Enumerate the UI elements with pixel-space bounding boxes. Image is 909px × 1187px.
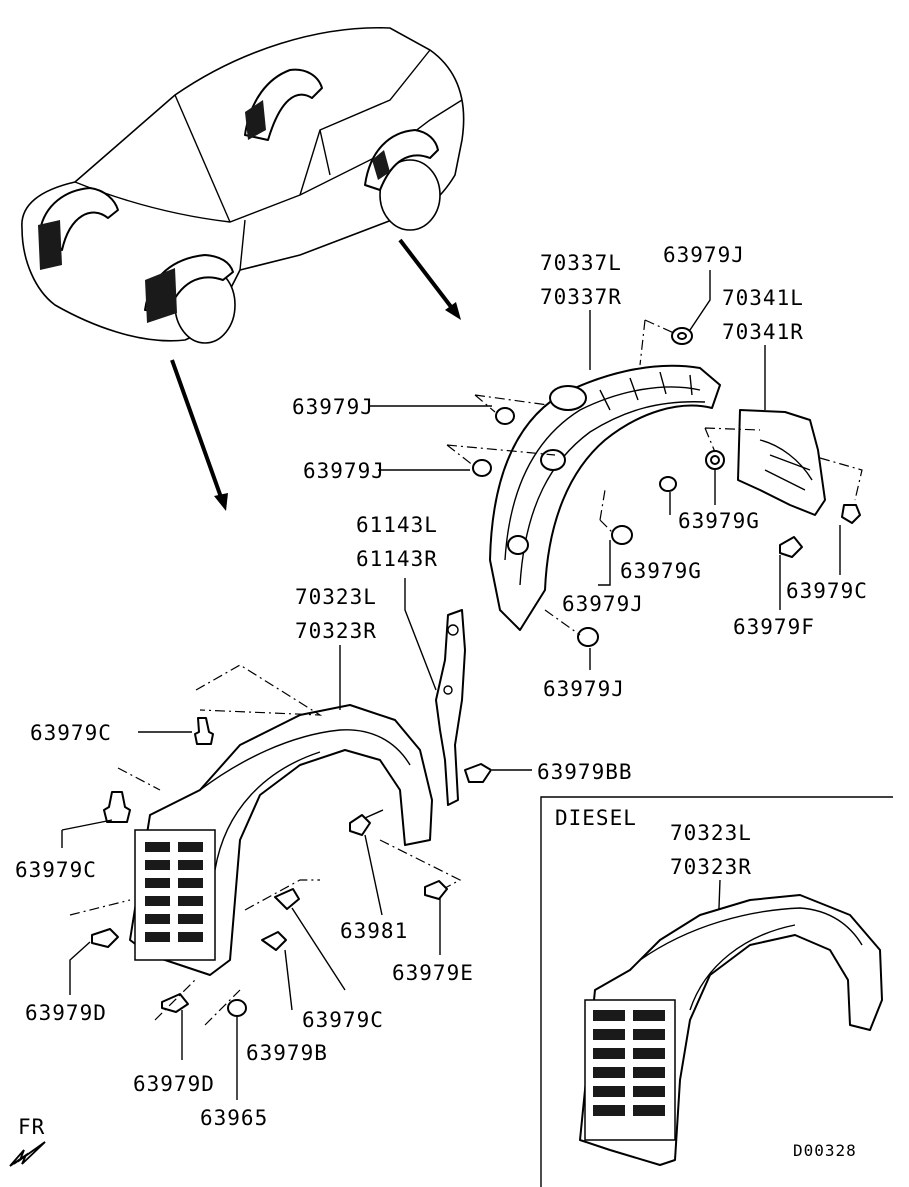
label-70337L: 70337L [540,251,622,275]
label-63979C-left: 63979C [15,858,97,882]
label-63979J-3: 63979J [562,592,644,616]
clip-e [424,880,448,900]
fr-label: FR [18,1115,45,1139]
front-direction-indicator: FR [9,1115,46,1167]
clip-f [779,536,803,558]
diesel-title: DIESEL [555,806,637,830]
clip-c-left [103,791,131,823]
label-63979G-1: 63979G [678,509,760,533]
diesel-label-70323L: 70323L [670,821,752,845]
part-labels: 70337L 70337R 63979J 70341L 70341R 63979… [15,243,868,1130]
clip-g-1 [659,476,677,492]
leader-lines [61,270,841,1100]
label-63979J-4: 63979J [543,677,625,701]
label-63979C-right: 63979C [786,579,868,603]
label-63979C-top: 63979C [30,721,112,745]
clip-c-bottom [274,888,300,910]
rear-liner [129,704,433,976]
clip-g-2 [705,450,725,470]
clip-j-2 [472,459,492,477]
label-63965: 63965 [200,1106,268,1130]
label-61143R: 61143R [356,547,438,571]
assembly-lines [69,319,863,1026]
clip-j-1 [495,407,515,425]
label-70323L: 70323L [295,585,377,609]
arrow-to-front-liner [398,238,457,314]
clip-j-4 [577,627,599,647]
front-fender-splash [737,409,826,516]
arrowhead-rear [214,493,228,511]
clip-c-top [194,717,214,745]
label-63979G-2: 63979G [620,559,702,583]
clip-d-left [91,928,119,948]
label-70341R: 70341R [722,320,804,344]
label-63979F: 63979F [733,615,815,639]
label-61143L: 61143L [356,513,438,537]
label-63981: 63981 [340,919,408,943]
diagram-code: D00328 [793,1141,857,1160]
clip-d-bottom [161,993,189,1013]
label-63979J-1: 63979J [292,395,374,419]
car-overview [21,26,465,344]
screw-63965 [227,999,247,1030]
arrowhead-front [445,302,461,320]
clip-c-right [841,504,861,524]
label-63979BB: 63979BB [537,760,633,784]
label-63979J-2: 63979J [303,459,385,483]
fasteners [91,327,861,1030]
label-63979D-bottom: 63979D [133,1072,215,1096]
label-63979B: 63979B [246,1041,328,1065]
label-63979E: 63979E [392,961,474,985]
diesel-label-70323R: 70323R [670,855,752,879]
label-70323R: 70323R [295,619,377,643]
label-70341L: 70341L [722,286,804,310]
label-70337R: 70337R [540,285,622,309]
clip-bb [464,763,492,783]
front-fender-liner [489,364,721,631]
front-fender-bracket [435,609,466,806]
label-63979J-top: 63979J [663,243,745,267]
label-63979D-left: 63979D [25,1001,107,1025]
diesel-inset: DIESEL 70323L 70323R D00328 [540,796,893,1187]
clip-j-3 [611,525,633,545]
clip-b [261,931,287,951]
arrow-to-rear-liner [170,359,224,501]
label-63979C-bottom: 63979C [302,1008,384,1032]
clip-j-top [671,327,693,345]
bolt-63981 [349,809,384,836]
